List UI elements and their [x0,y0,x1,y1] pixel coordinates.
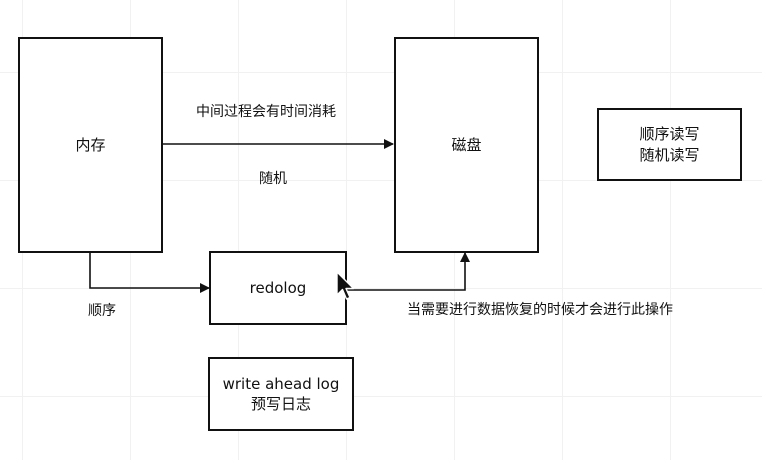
recovery-note-label: 当需要进行数据恢复的时候才会进行此操作 [407,302,673,318]
wal-chinese-label: 预写日志 [250,395,311,413]
wal-english-label: write ahead log [222,374,340,393]
redolog-box[interactable]: redolog [209,251,347,325]
sequential-rw-label: 顺序读写 [639,125,700,144]
random-label: 随机 [259,171,287,187]
time-cost-label: 中间过程会有时间消耗 [196,104,336,120]
sequential-label: 顺序 [88,303,116,319]
random-rw-label: 随机读写 [639,145,700,164]
memory-box[interactable]: 内存 [18,37,163,253]
disk-box[interactable]: 磁盘 [394,37,539,253]
arrow-memory-to-redolog [89,252,210,293]
arrow-redolog-to-disk [346,252,470,291]
redolog-label: redolog [249,278,307,297]
read-write-modes-box[interactable]: 顺序读写 随机读写 [597,108,742,181]
memory-label: 内存 [75,135,106,154]
disk-label: 磁盘 [451,135,482,154]
mouse-cursor-icon [336,271,355,300]
wal-box[interactable]: write ahead log 预写日志 [208,357,354,431]
